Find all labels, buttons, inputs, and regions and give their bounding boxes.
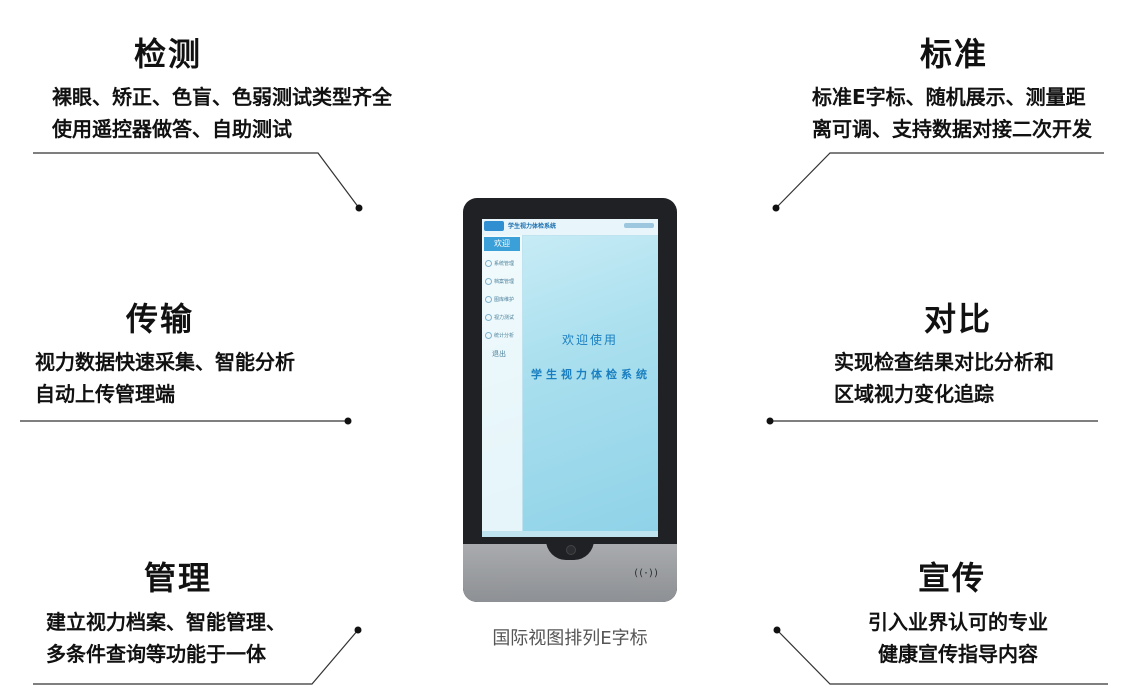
sidebar-item-stats[interactable]: 统计分析 xyxy=(482,327,522,345)
vision-test-device: 学生视力体检系统 欢迎 系统管理 档案管理 图库维护 视力测试 统计分析 退出 … xyxy=(463,198,677,602)
sidebar-item-label: 系统管理 xyxy=(494,261,515,267)
dot-detect xyxy=(355,204,363,212)
sidebar-item-label: 视力测试 xyxy=(494,315,515,321)
circle-icon xyxy=(485,332,492,339)
feature-transfer-line: 视力数据快速采集、智能分析 xyxy=(35,350,295,374)
sidebar-item-label: 档案管理 xyxy=(494,279,515,285)
sidebar-item-archive[interactable]: 档案管理 xyxy=(482,273,522,291)
dot-transfer xyxy=(344,417,352,425)
leader-standard xyxy=(775,152,1104,209)
feature-standard-line: 标准E字标、随机展示、测量距 xyxy=(812,85,1086,109)
camera-icon xyxy=(566,545,576,555)
app-logo-icon xyxy=(484,221,504,231)
sidebar-item-system[interactable]: 系统管理 xyxy=(482,255,522,273)
circle-icon xyxy=(485,314,492,321)
feature-detect-line: 使用遥控器做答、自助测试 xyxy=(52,117,292,141)
feature-detect-desc: 裸眼、矫正、色盲、色弱测试类型齐全 使用遥控器做答、自助测试 xyxy=(52,81,392,145)
circle-icon xyxy=(485,278,492,285)
feature-standard-title: 标准 xyxy=(920,35,989,73)
screen-footer xyxy=(482,531,658,537)
feature-compare-desc: 实现检查结果对比分析和 区域视力变化追踪 xyxy=(834,346,1054,410)
screen-header: 学生视力体检系统 xyxy=(482,219,658,236)
feature-manage-title: 管理 xyxy=(144,559,213,597)
feature-standard-desc: 标准E字标、随机展示、测量距 离可调、支持数据对接二次开发 xyxy=(812,81,1092,145)
feature-compare-line: 区域视力变化追踪 xyxy=(834,382,994,406)
screen-app-title: 学生视力体检系统 xyxy=(508,223,557,230)
feature-detect-line: 裸眼、矫正、色盲、色弱测试类型齐全 xyxy=(52,85,392,109)
sidebar-item-welcome[interactable]: 欢迎 xyxy=(484,237,520,251)
feature-transfer-line: 自动上传管理端 xyxy=(35,382,175,406)
feature-manage-line: 建立视力档案、智能管理、 xyxy=(46,610,286,634)
feature-manage-line: 多条件查询等功能于一体 xyxy=(46,642,266,666)
sidebar-item-exit[interactable]: 退出 xyxy=(482,345,522,363)
device-screen: 学生视力体检系统 欢迎 系统管理 档案管理 图库维护 视力测试 统计分析 退出 … xyxy=(482,219,658,537)
leader-promote xyxy=(776,629,1108,685)
sidebar-item-label: 统计分析 xyxy=(494,333,515,339)
feature-transfer-desc: 视力数据快速采集、智能分析 自动上传管理端 xyxy=(35,346,295,410)
feature-manage-desc: 建立视力档案、智能管理、 多条件查询等功能于一体 xyxy=(46,606,286,670)
sidebar-item-label: 图库维护 xyxy=(494,297,515,303)
leader-detect xyxy=(33,152,360,209)
screen-system-name: 学生视力体检系统 xyxy=(531,368,651,381)
circle-icon xyxy=(485,296,492,303)
device-caption: 国际视图排列E字标 xyxy=(492,628,648,649)
feature-transfer-title: 传输 xyxy=(126,300,195,338)
feature-compare-title: 对比 xyxy=(924,300,993,338)
feature-detect-title: 检测 xyxy=(134,35,203,73)
dot-compare xyxy=(766,417,774,425)
circle-icon xyxy=(485,260,492,267)
user-info-placeholder xyxy=(624,223,654,228)
dot-promote xyxy=(773,626,781,634)
feature-compare-line: 实现检查结果对比分析和 xyxy=(834,350,1054,374)
sidebar-item-label: 退出 xyxy=(492,350,506,358)
leader-manage xyxy=(33,629,359,685)
dot-standard xyxy=(772,204,780,212)
sidebar-item-test[interactable]: 视力测试 xyxy=(482,309,522,327)
screen-greeting: 欢迎使用 xyxy=(561,333,618,347)
feature-promote-desc: 引入业界认可的专业 健康宣传指导内容 xyxy=(830,606,1086,670)
sidebar-item-gallery[interactable]: 图库维护 xyxy=(482,291,522,309)
feature-promote-line: 引入业界认可的专业 xyxy=(868,610,1048,634)
feature-standard-line: 离可调、支持数据对接二次开发 xyxy=(812,117,1092,141)
feature-promote-title: 宣传 xyxy=(918,559,987,597)
screen-sidebar: 欢迎 系统管理 档案管理 图库维护 视力测试 统计分析 退出 xyxy=(482,235,523,537)
dot-manage xyxy=(354,626,362,634)
feature-promote-line: 健康宣传指导内容 xyxy=(878,642,1038,666)
nfc-icon: ((·)) xyxy=(633,568,659,579)
